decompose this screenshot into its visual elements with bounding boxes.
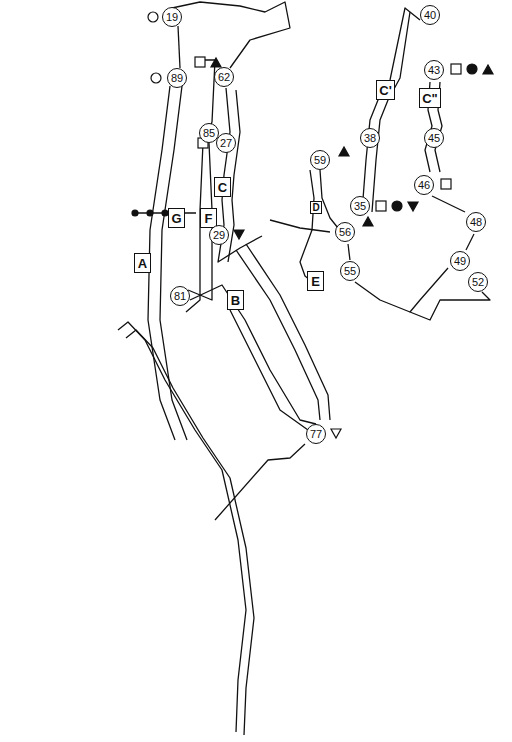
strand-name: B bbox=[231, 294, 240, 307]
loop-bottom bbox=[215, 444, 305, 520]
strand-name: E bbox=[311, 275, 320, 288]
crossing bbox=[270, 220, 330, 232]
strand-name: F bbox=[205, 212, 213, 225]
residue-number: 89 bbox=[171, 73, 183, 84]
residue-number: 59 bbox=[314, 155, 326, 166]
open-circle-marker bbox=[148, 12, 158, 22]
square-marker bbox=[451, 64, 461, 74]
strand-label-box: A bbox=[134, 253, 151, 273]
open-down-triangle-marker bbox=[331, 429, 341, 438]
residue-circle: 43 bbox=[424, 60, 444, 80]
residue-circle: 49 bbox=[450, 251, 470, 271]
disulfide-dot bbox=[147, 210, 153, 216]
residue-circle: 45 bbox=[424, 128, 444, 148]
square-marker bbox=[195, 57, 205, 67]
strand-name: C' bbox=[379, 84, 391, 97]
square-marker bbox=[441, 179, 451, 189]
strand-label-box: D bbox=[310, 201, 322, 214]
residue-circle: 19 bbox=[162, 7, 182, 27]
residue-circle: 27 bbox=[216, 133, 236, 153]
strand-label-box: C bbox=[214, 177, 231, 197]
residue-circle: 52 bbox=[468, 272, 488, 292]
residue-number: 45 bbox=[428, 133, 440, 144]
loop bbox=[466, 234, 474, 250]
strand-c-prime-edge bbox=[372, 12, 410, 212]
strand-a bbox=[118, 322, 246, 732]
residue-circle: 81 bbox=[170, 286, 190, 306]
strand-c-prime bbox=[362, 8, 420, 212]
residue-circle: 55 bbox=[340, 261, 360, 281]
residue-number: 52 bbox=[472, 277, 484, 288]
residue-number: 40 bbox=[424, 10, 436, 21]
down-triangle-marker bbox=[234, 230, 244, 239]
residue-number: 29 bbox=[213, 230, 225, 241]
strand-name: D bbox=[312, 203, 319, 213]
residue-circle: 89 bbox=[167, 68, 187, 88]
triangle-marker bbox=[339, 147, 349, 156]
residue-number: 48 bbox=[470, 217, 482, 228]
residue-circle: 29 bbox=[209, 225, 229, 245]
strand-d-edge bbox=[320, 170, 338, 228]
strand-name: G bbox=[171, 212, 181, 225]
residue-number: 62 bbox=[218, 72, 230, 83]
residue-number: 77 bbox=[310, 429, 322, 440]
residue-number: 46 bbox=[418, 180, 430, 191]
residue-circle: 35 bbox=[350, 196, 370, 216]
triangle-marker bbox=[483, 65, 493, 74]
open-circle-marker bbox=[151, 73, 161, 83]
strand-label-box: C" bbox=[419, 88, 441, 108]
loop bbox=[355, 282, 410, 312]
strand-label-box: E bbox=[307, 271, 324, 291]
residue-number: 19 bbox=[166, 12, 178, 23]
residue-number: 27 bbox=[220, 138, 232, 149]
strand-a-edge bbox=[126, 330, 254, 735]
filled-circle-marker bbox=[467, 64, 477, 74]
residue-circle: 40 bbox=[420, 5, 440, 25]
strand-name: C bbox=[218, 181, 227, 194]
residue-number: 38 bbox=[364, 133, 376, 144]
triangle-marker bbox=[211, 58, 221, 67]
residue-number: 49 bbox=[454, 256, 466, 267]
loop-top bbox=[172, 2, 290, 68]
residue-number: 81 bbox=[174, 291, 186, 302]
residue-number: 35 bbox=[354, 201, 366, 212]
loop bbox=[432, 196, 465, 212]
residue-number: 43 bbox=[428, 65, 440, 76]
residue-number: 56 bbox=[339, 227, 351, 238]
residue-circle: 62 bbox=[214, 67, 234, 87]
filled-circle-marker bbox=[392, 201, 402, 211]
disulfide-dot bbox=[132, 210, 138, 216]
residue-circle: 48 bbox=[466, 212, 486, 232]
residue-circle: 77 bbox=[306, 424, 326, 444]
loop bbox=[348, 244, 350, 260]
strand-e-edge bbox=[246, 244, 330, 420]
loop bbox=[178, 26, 180, 68]
strand-name: C" bbox=[422, 92, 438, 105]
residue-number: 85 bbox=[203, 128, 215, 139]
strand-f bbox=[186, 60, 215, 312]
residue-circle: 46 bbox=[414, 175, 434, 195]
residue-circle: 59 bbox=[310, 150, 330, 170]
square-marker bbox=[376, 201, 386, 211]
residue-circle: 38 bbox=[360, 128, 380, 148]
loop bbox=[410, 268, 490, 320]
residue-circle: 56 bbox=[335, 222, 355, 242]
strand-label-box: C' bbox=[376, 80, 395, 100]
residue-number: 55 bbox=[344, 266, 356, 277]
down-triangle-marker bbox=[408, 202, 418, 211]
strand-label-box: G bbox=[168, 208, 185, 228]
strand-g-edge bbox=[160, 86, 187, 440]
triangle-marker bbox=[363, 217, 373, 226]
strand-name: A bbox=[138, 257, 147, 270]
strand-label-box: B bbox=[227, 290, 244, 310]
